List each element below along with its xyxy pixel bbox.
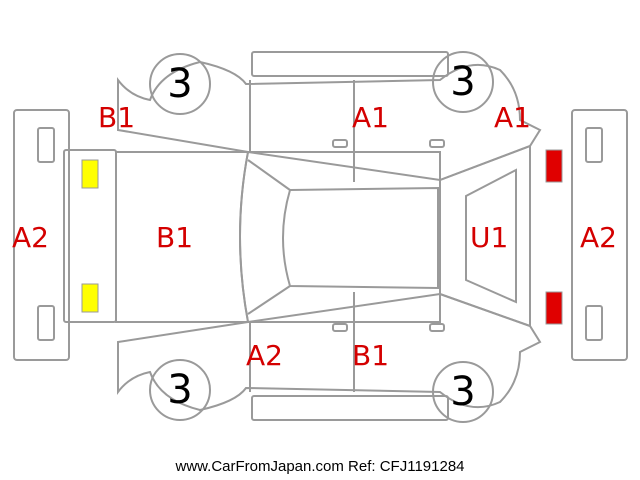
rear-light-marker-top xyxy=(545,149,563,183)
wheel-rear-right xyxy=(432,361,494,423)
label-hood: B1 xyxy=(156,221,194,254)
rear-bumper-slot-top xyxy=(585,127,603,163)
right-roof-rail xyxy=(251,395,449,421)
right-front-door-handle xyxy=(332,323,348,332)
left-rear-door-handle xyxy=(429,139,445,148)
wheel-front-left xyxy=(149,53,211,115)
front-bumper-outline xyxy=(13,109,70,361)
reference-footer: www.CarFromJapan.com Ref: CFJ1191284 xyxy=(175,458,465,475)
label-tailgate: U1 xyxy=(470,221,509,254)
wheel-front-right xyxy=(149,359,211,421)
label-front-bumper: A2 xyxy=(12,221,49,254)
label-front-right-door: B1 xyxy=(352,339,390,372)
right-side-outline xyxy=(117,292,542,412)
label-rear-bumper: A2 xyxy=(580,221,617,254)
label-front-left-fender: B1 xyxy=(98,101,136,134)
label-rear-left-fender: A1 xyxy=(494,101,531,134)
front-bumper-slot-top xyxy=(37,127,55,163)
label-front-right-fender: A2 xyxy=(246,339,283,372)
front-light-marker-top xyxy=(81,159,99,189)
front-light-marker-bottom xyxy=(81,283,99,313)
label-front-left-door: A1 xyxy=(352,101,389,134)
wheel-number-rear-right: 3 xyxy=(450,369,476,415)
front-bumper-slot-bottom xyxy=(37,305,55,341)
rear-bumper-outline xyxy=(571,109,628,361)
wheel-number-front-right: 3 xyxy=(167,367,193,413)
wheel-number-rear-left: 3 xyxy=(450,59,476,105)
left-side-outline xyxy=(117,60,542,182)
roof-outline xyxy=(282,186,439,290)
right-rear-door-handle xyxy=(429,323,445,332)
rear-bumper-slot-bottom xyxy=(585,305,603,341)
wheel-number-front-left: 3 xyxy=(167,61,193,107)
rear-light-marker-bottom xyxy=(545,291,563,325)
left-roof-rail xyxy=(251,51,449,77)
windshield-outline xyxy=(239,151,441,323)
wheel-rear-left xyxy=(432,51,494,113)
left-front-door-handle xyxy=(332,139,348,148)
